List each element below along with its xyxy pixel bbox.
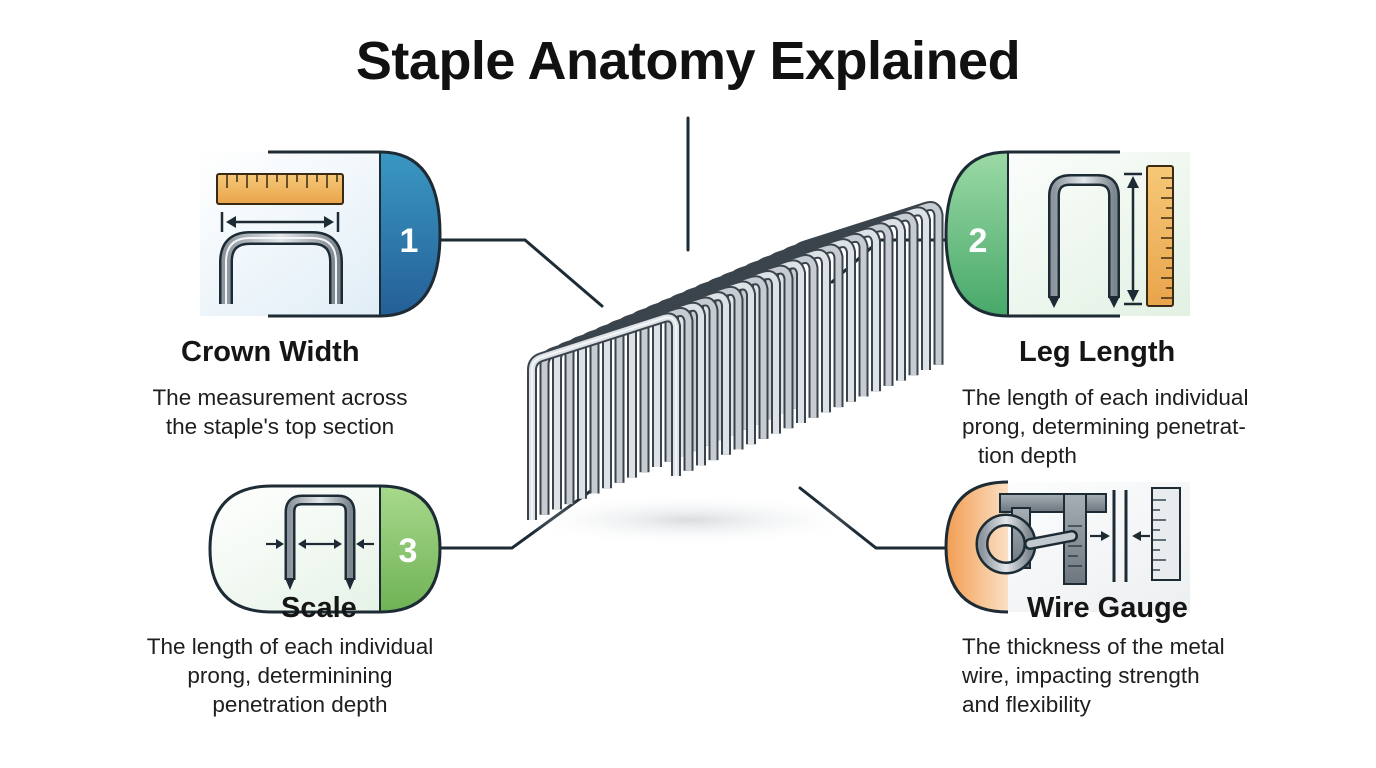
- staple-icon: [1048, 174, 1120, 308]
- scale-label: Scale: [281, 592, 357, 624]
- height-arrow-icon: [1124, 172, 1142, 306]
- crown-width-description: The measurement across the staple's top …: [130, 383, 430, 441]
- description-line: penetration depth: [212, 692, 388, 717]
- description-line: The measurement across: [152, 385, 408, 410]
- crown-width-label: Crown Width: [181, 336, 360, 368]
- description-line: The length of each individual: [962, 385, 1249, 410]
- leg-length-panel: 2: [944, 150, 1190, 318]
- number-1: 1: [400, 222, 419, 260]
- description-line: the staple's top section: [165, 414, 395, 439]
- ruler-icon: [1151, 487, 1181, 581]
- staple-icon: [219, 231, 343, 304]
- scale-description: The length of each individual prong, det…: [100, 632, 480, 719]
- staple-highlight: [531, 316, 677, 520]
- leg-length-label: Leg Length: [1019, 336, 1176, 368]
- width-arrow-icon: [220, 212, 340, 232]
- crown-width-panel: 1: [200, 150, 442, 318]
- description-line: prong, determining penetrat-: [962, 414, 1246, 439]
- wire-loop-icon: [975, 513, 1078, 575]
- description-line: wire, impacting strength: [962, 663, 1200, 688]
- staple-strip-icon: [510, 201, 944, 546]
- staple-icon: [284, 494, 356, 590]
- ruler-icon: [216, 173, 344, 205]
- description-line: The thickness of the metal: [962, 634, 1225, 659]
- gauge-arrow-icon: [1090, 490, 1150, 582]
- scale-panel: 3: [208, 484, 442, 614]
- page-title: Staple Anatomy Explained: [355, 31, 1021, 91]
- number-3: 3: [399, 532, 418, 570]
- description-line: The length of each individual: [146, 634, 434, 659]
- ruler-icon: [1146, 165, 1174, 307]
- description-line: and flexibility: [962, 692, 1091, 717]
- description-line: tion depth: [978, 443, 1077, 468]
- wire-gauge-description: The thickness of the metal wire, impacti…: [962, 632, 1292, 719]
- gap-arrow-icon: [266, 539, 374, 549]
- connector-crown: [438, 238, 604, 308]
- wire-gauge-label: Wire Gauge: [1027, 592, 1188, 624]
- description-line: prong, determinining: [187, 663, 393, 688]
- wire-gauge-panel: [944, 480, 1190, 614]
- leg-length-description: The length of each individual prong, det…: [962, 383, 1292, 470]
- number-2: 2: [969, 222, 988, 260]
